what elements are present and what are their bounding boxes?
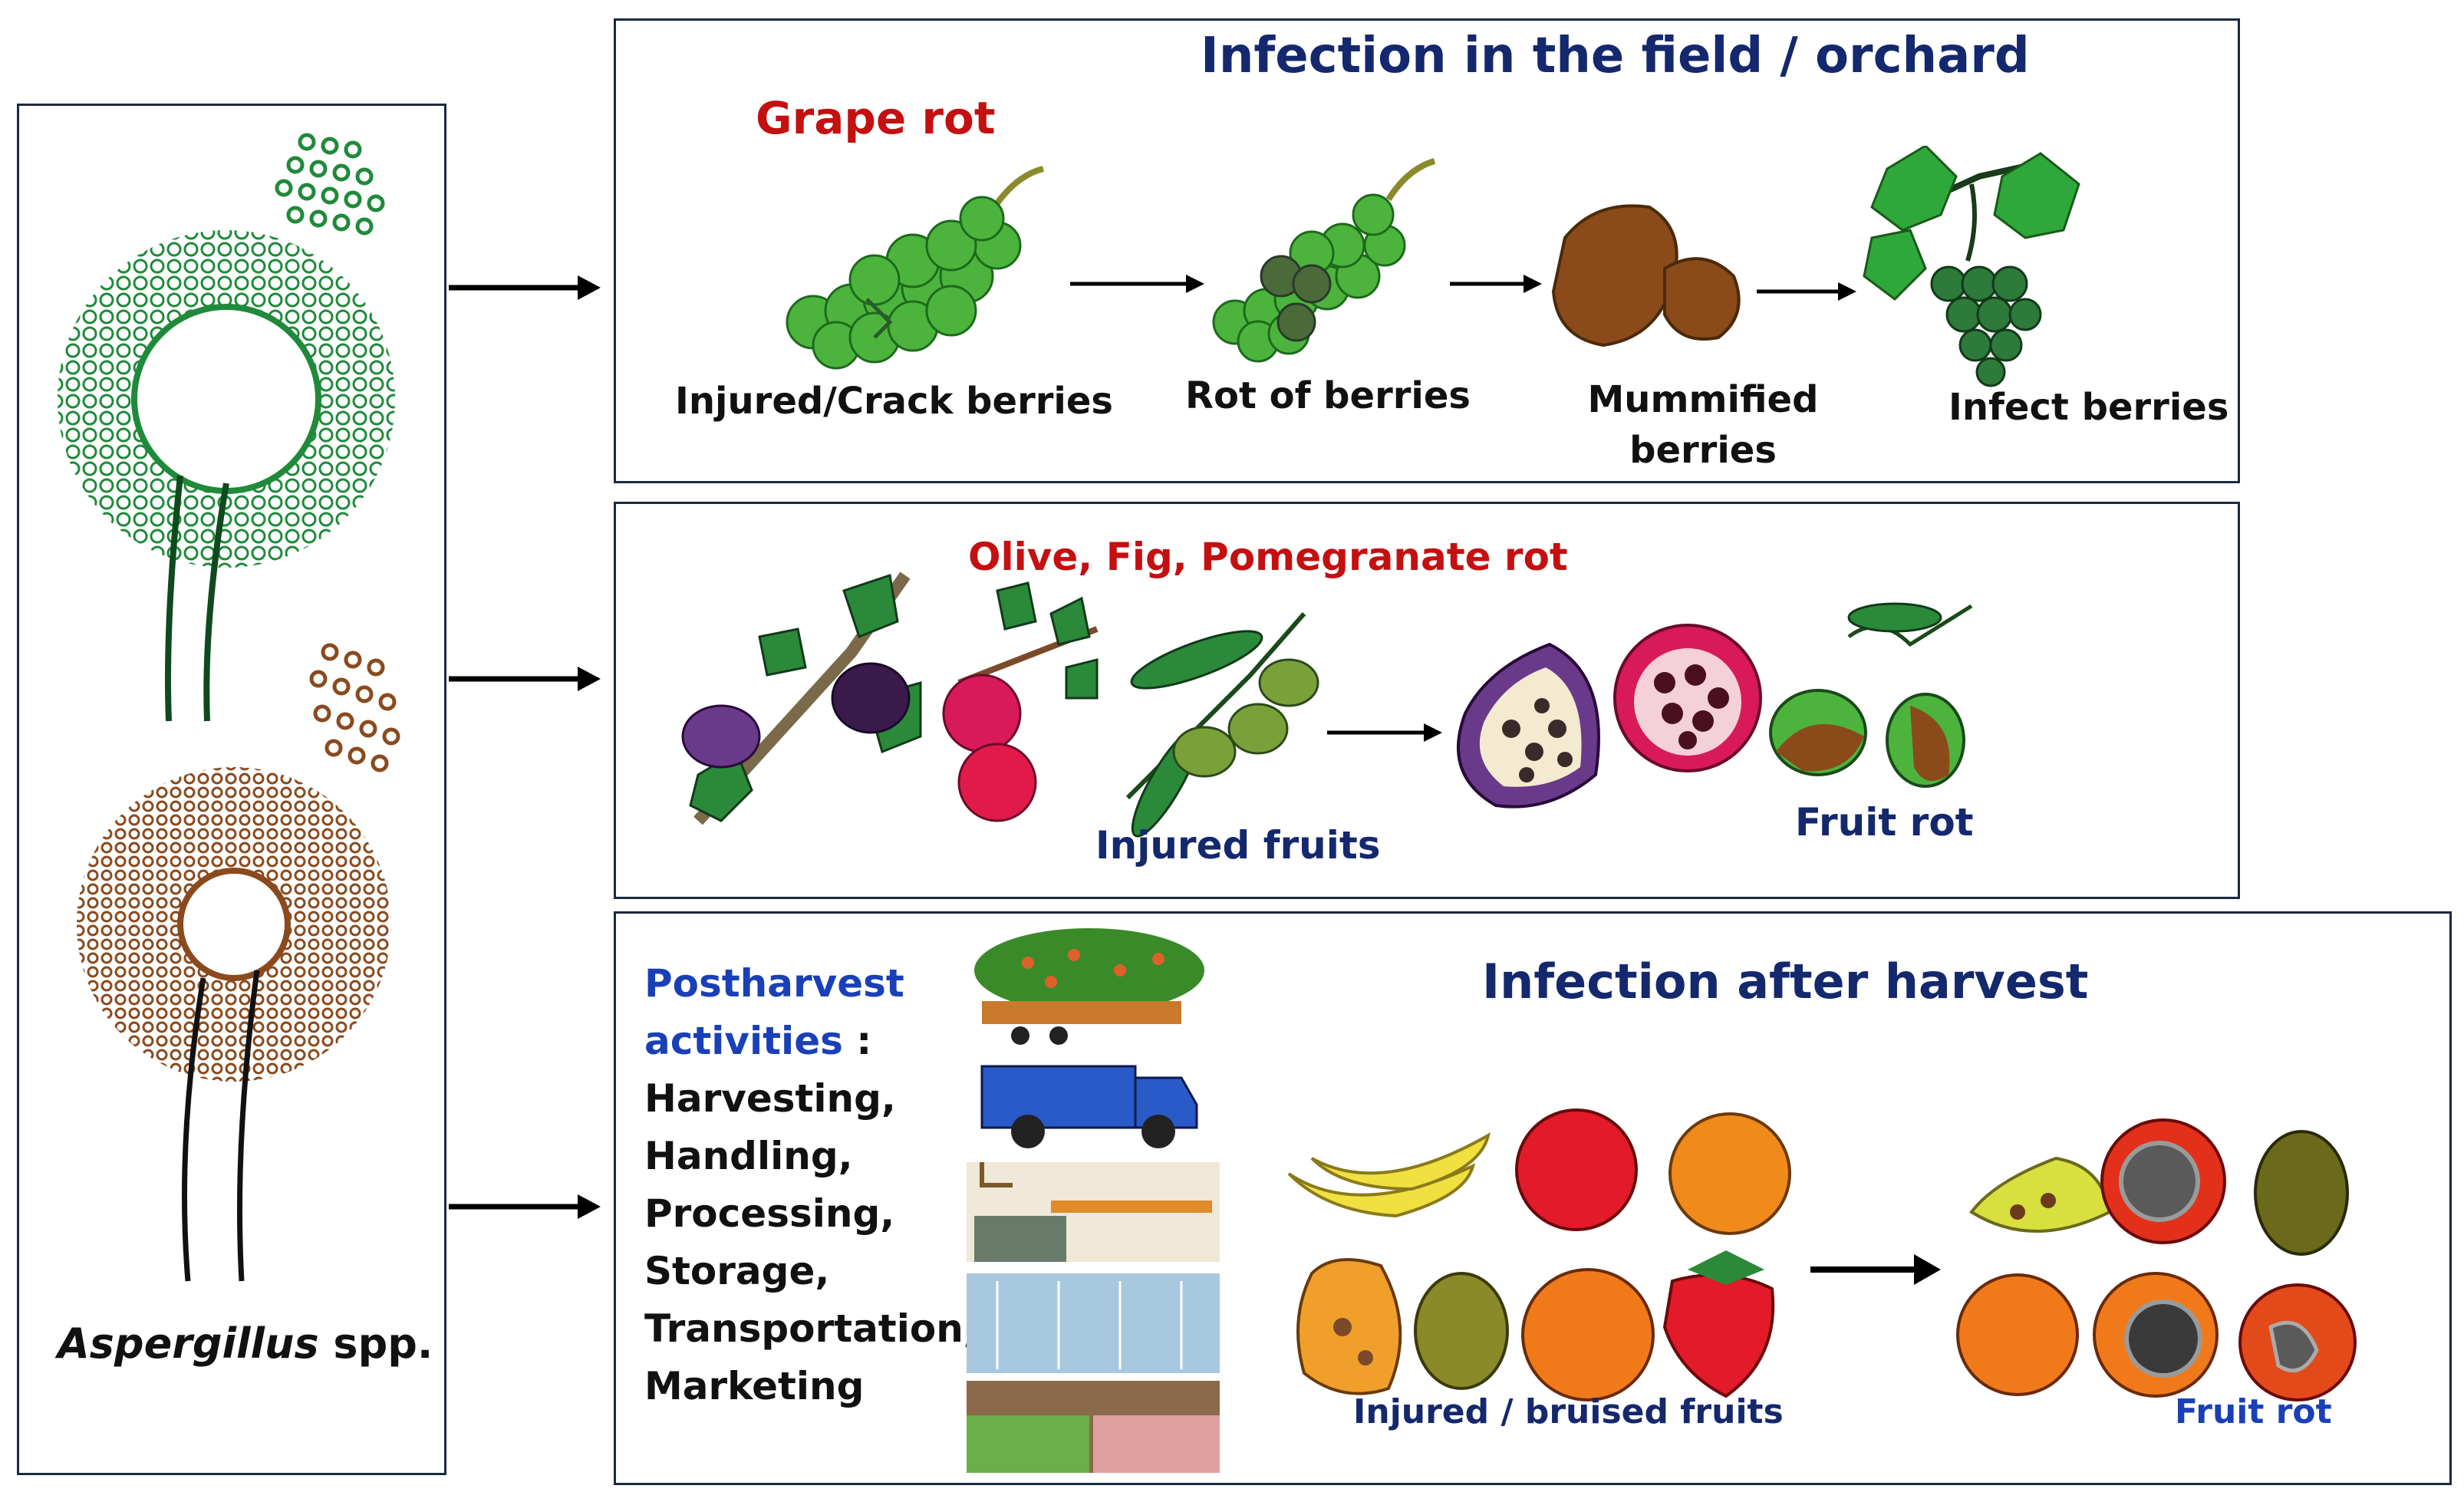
- rotten-orange-icon: [2093, 1272, 2219, 1398]
- stage-label-mummified-line1: Mummified: [1587, 378, 1819, 421]
- postharvest-photo-strip: [967, 928, 1220, 1473]
- arrow-to-field-icon: [449, 275, 601, 300]
- activity-storage: Storage,: [644, 1249, 830, 1293]
- stage-label-mummified-line2: berries: [1629, 429, 1777, 472]
- rotten-apple-icon: [2100, 1118, 2226, 1244]
- cold-storage-icon: [967, 1273, 1220, 1373]
- delivery-truck-icon: [980, 1065, 1198, 1148]
- cracked-grape-bunch-icon: [786, 166, 1045, 370]
- field-title: Infection in the field / orchard: [1201, 28, 2030, 84]
- olive-fig-pomegranate-subtitle: Olive, Fig, Pomegranate rot: [968, 535, 1568, 579]
- fungus-illustration: [58, 133, 400, 1282]
- olive-fruit-rot-label: Fruit rot: [1795, 800, 1974, 845]
- kiwi-icon: [1414, 1272, 1509, 1390]
- rotten-banana-icon: [1969, 1156, 2112, 1233]
- bruised-papaya-icon: [1296, 1258, 1402, 1395]
- fungus-suffix: spp.: [318, 1319, 433, 1368]
- activity-processing: Processing,: [644, 1191, 895, 1236]
- bruised-peach-icon: [1521, 1268, 1655, 1402]
- pomegranate-branch-icon: [942, 581, 1099, 822]
- arrow-to-olive-icon: [449, 667, 601, 691]
- postharvest-title: Infection after harvest: [1482, 954, 2089, 1010]
- market-stall-icon: [967, 1381, 1220, 1473]
- processing-line-icon: [967, 1162, 1220, 1262]
- rotting-grape-bunch-icon: [1212, 158, 1436, 363]
- banana-icon: [1287, 1132, 1491, 1218]
- fungus-name-label: Aspergillus spp.: [58, 1319, 433, 1368]
- brown-conidiophore-icon: [77, 643, 400, 1282]
- grape-stage-illustrations: [786, 146, 2080, 387]
- fruit-illustrations: [681, 571, 1973, 838]
- injured-fruits-label: Injured fruits: [1095, 823, 1381, 868]
- apple-icon: [1515, 1108, 1638, 1231]
- postharvest-fruit-illustrations: [1287, 1108, 2357, 1402]
- activities-heading-word: activities: [644, 1019, 843, 1063]
- orange-icon: [1668, 1112, 1791, 1235]
- stage-label-injured-crack: Injured/Crack berries: [675, 380, 1113, 423]
- rotten-pomegranate-icon: [1613, 624, 1762, 772]
- postharvest-activities-list: Postharvest activities : Harvesting, Han…: [644, 955, 978, 1415]
- activity-harvesting: Harvesting,: [644, 1076, 896, 1121]
- rotten-persimmon-icon: [2238, 1283, 2357, 1402]
- activities-heading-line1: Postharvest: [644, 961, 904, 1006]
- activity-marketing: Marketing: [644, 1364, 865, 1408]
- rotten-fig-icon: [1457, 642, 1600, 809]
- rotten-peach-icon: [1956, 1273, 2079, 1396]
- activity-handling: Handling,: [644, 1134, 853, 1178]
- orchard-harvest-icon: [974, 928, 1204, 1045]
- rotten-olives-icon: [1769, 602, 1973, 788]
- grapevine-icon: [1863, 146, 2080, 387]
- stage-label-rot-of-berries: Rot of berries: [1185, 374, 1471, 417]
- stage-label-infect-berries: Infect berries: [1948, 386, 2229, 429]
- arrow-to-post-icon: [449, 1194, 601, 1219]
- activities-heading-line2: activities :: [644, 1013, 967, 1070]
- stage-label-mummified: Mummified berries: [1576, 374, 1830, 476]
- activities-heading-colon: :: [842, 1019, 872, 1063]
- activity-transportation: Transportation,: [644, 1306, 978, 1351]
- fungus-genus: Aspergillus: [58, 1319, 319, 1368]
- injured-bruised-fruits-label: Injured / bruised fruits: [1353, 1392, 1784, 1431]
- rotten-kiwi-icon: [2254, 1130, 2349, 1256]
- grape-rot-subtitle: Grape rot: [756, 92, 996, 144]
- mummified-berries-icon: [1551, 204, 1741, 348]
- strawberry-icon: [1662, 1250, 1775, 1398]
- fig-branch-icon: [681, 571, 922, 825]
- olive-branch-icon: [1125, 612, 1319, 838]
- green-conidiophore-icon: [58, 133, 395, 722]
- postharvest-fruit-rot-label: Fruit rot: [2175, 1392, 2332, 1431]
